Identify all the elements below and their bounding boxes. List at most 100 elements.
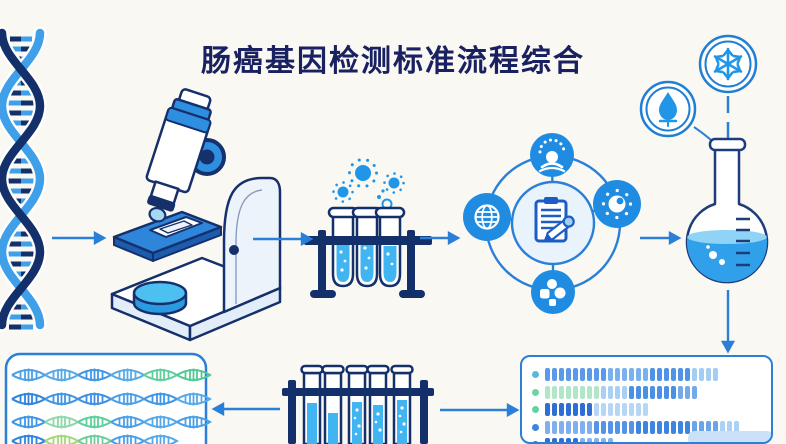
microscope-arm	[222, 176, 282, 314]
droplet-icon	[658, 92, 678, 127]
arrow-dna-to-microscope	[52, 230, 107, 246]
tube-rack	[304, 230, 432, 298]
text-segment	[622, 368, 627, 382]
test-tube-rack-5-illustration	[282, 364, 434, 444]
text-segment	[664, 368, 669, 382]
test-tubes	[300, 364, 414, 444]
text-segment	[559, 385, 564, 399]
text-segment	[580, 368, 585, 382]
text-segment	[573, 385, 578, 399]
graduation-marks	[736, 217, 750, 267]
text-segment	[678, 368, 683, 382]
text-segment	[580, 438, 585, 442]
flask-body	[685, 137, 769, 284]
text-segment	[636, 385, 641, 399]
text-segment	[594, 368, 599, 382]
text-segment	[615, 403, 620, 417]
text-segment	[559, 403, 564, 417]
text-segment	[594, 403, 599, 417]
hub-satellite-insight	[530, 133, 574, 177]
text-segment	[594, 385, 599, 399]
bullet-dot	[532, 388, 539, 396]
text-segment	[608, 368, 613, 382]
globe-icon	[474, 204, 500, 230]
text-segment	[636, 368, 641, 382]
text-segment	[545, 420, 550, 434]
text-segment	[594, 420, 599, 434]
text-segment	[601, 438, 606, 442]
flask-illustration	[639, 34, 769, 284]
text-segment	[720, 420, 725, 434]
text-segment	[678, 385, 683, 399]
text-segment	[580, 385, 585, 399]
text-segment	[650, 420, 655, 434]
insight-icon	[538, 138, 566, 173]
text-segment	[678, 420, 683, 434]
bullet-dot	[532, 371, 539, 379]
report-rows	[522, 357, 771, 442]
report-row	[522, 436, 771, 442]
text-segment	[580, 420, 585, 434]
text-segment	[552, 420, 557, 434]
dna-panel-card	[4, 352, 208, 444]
test-tube-rack-3-illustration	[304, 158, 432, 298]
pencil-icon	[543, 215, 575, 242]
text-segment	[622, 385, 627, 399]
dna-strand-light	[0, 28, 45, 330]
arrow-tubes-to-report	[440, 402, 520, 418]
eyepiece-tube	[145, 88, 212, 223]
text-segment	[566, 368, 571, 382]
hub-satellite-globe	[463, 193, 511, 241]
text-segment	[692, 368, 697, 382]
report-list-panel	[520, 355, 773, 444]
text-segment	[657, 368, 662, 382]
virus-icon	[601, 188, 633, 220]
text-segment	[685, 385, 690, 399]
focus-knob	[229, 245, 239, 255]
text-segment	[685, 420, 690, 434]
text-segment	[727, 420, 732, 434]
text-segment	[671, 420, 676, 434]
arrow-tubes-to-dna-panel	[211, 401, 280, 417]
text-segment	[622, 420, 627, 434]
microscope-illustration	[110, 88, 282, 342]
text-segment	[706, 420, 711, 434]
test-tubes	[327, 206, 406, 288]
text-segment	[601, 368, 606, 382]
text-segment	[545, 403, 550, 417]
text-segment	[671, 385, 676, 399]
text-segment	[629, 385, 634, 399]
text-segment	[608, 385, 613, 399]
report-row	[522, 384, 771, 402]
molecule-icon	[540, 279, 566, 306]
text-segment	[692, 420, 697, 434]
page-title: 肠癌基因检测标准流程综合	[201, 44, 585, 79]
text-segment	[608, 438, 613, 442]
text-segment	[559, 368, 564, 382]
text-segment	[734, 420, 739, 434]
text-segment	[587, 403, 592, 417]
text-segment	[713, 368, 718, 382]
report-highlight	[688, 431, 771, 442]
text-segment	[601, 420, 606, 434]
bullet-dot	[532, 423, 539, 431]
text-segment	[664, 420, 669, 434]
text-segment	[699, 420, 704, 434]
text-segment	[608, 403, 613, 417]
report-row	[522, 401, 771, 419]
text-segment	[629, 403, 634, 417]
text-segment	[699, 368, 704, 382]
text-segment	[587, 438, 592, 442]
text-segment	[685, 368, 690, 382]
text-segment	[552, 385, 557, 399]
report-row	[522, 366, 771, 384]
text-segment	[657, 385, 662, 399]
text-segment	[636, 420, 641, 434]
dna-sequence-rows	[11, 368, 212, 444]
text-segment	[545, 438, 550, 442]
text-segment	[643, 385, 648, 399]
text-segment	[650, 385, 655, 399]
text-segment	[573, 368, 578, 382]
text-segment	[587, 420, 592, 434]
